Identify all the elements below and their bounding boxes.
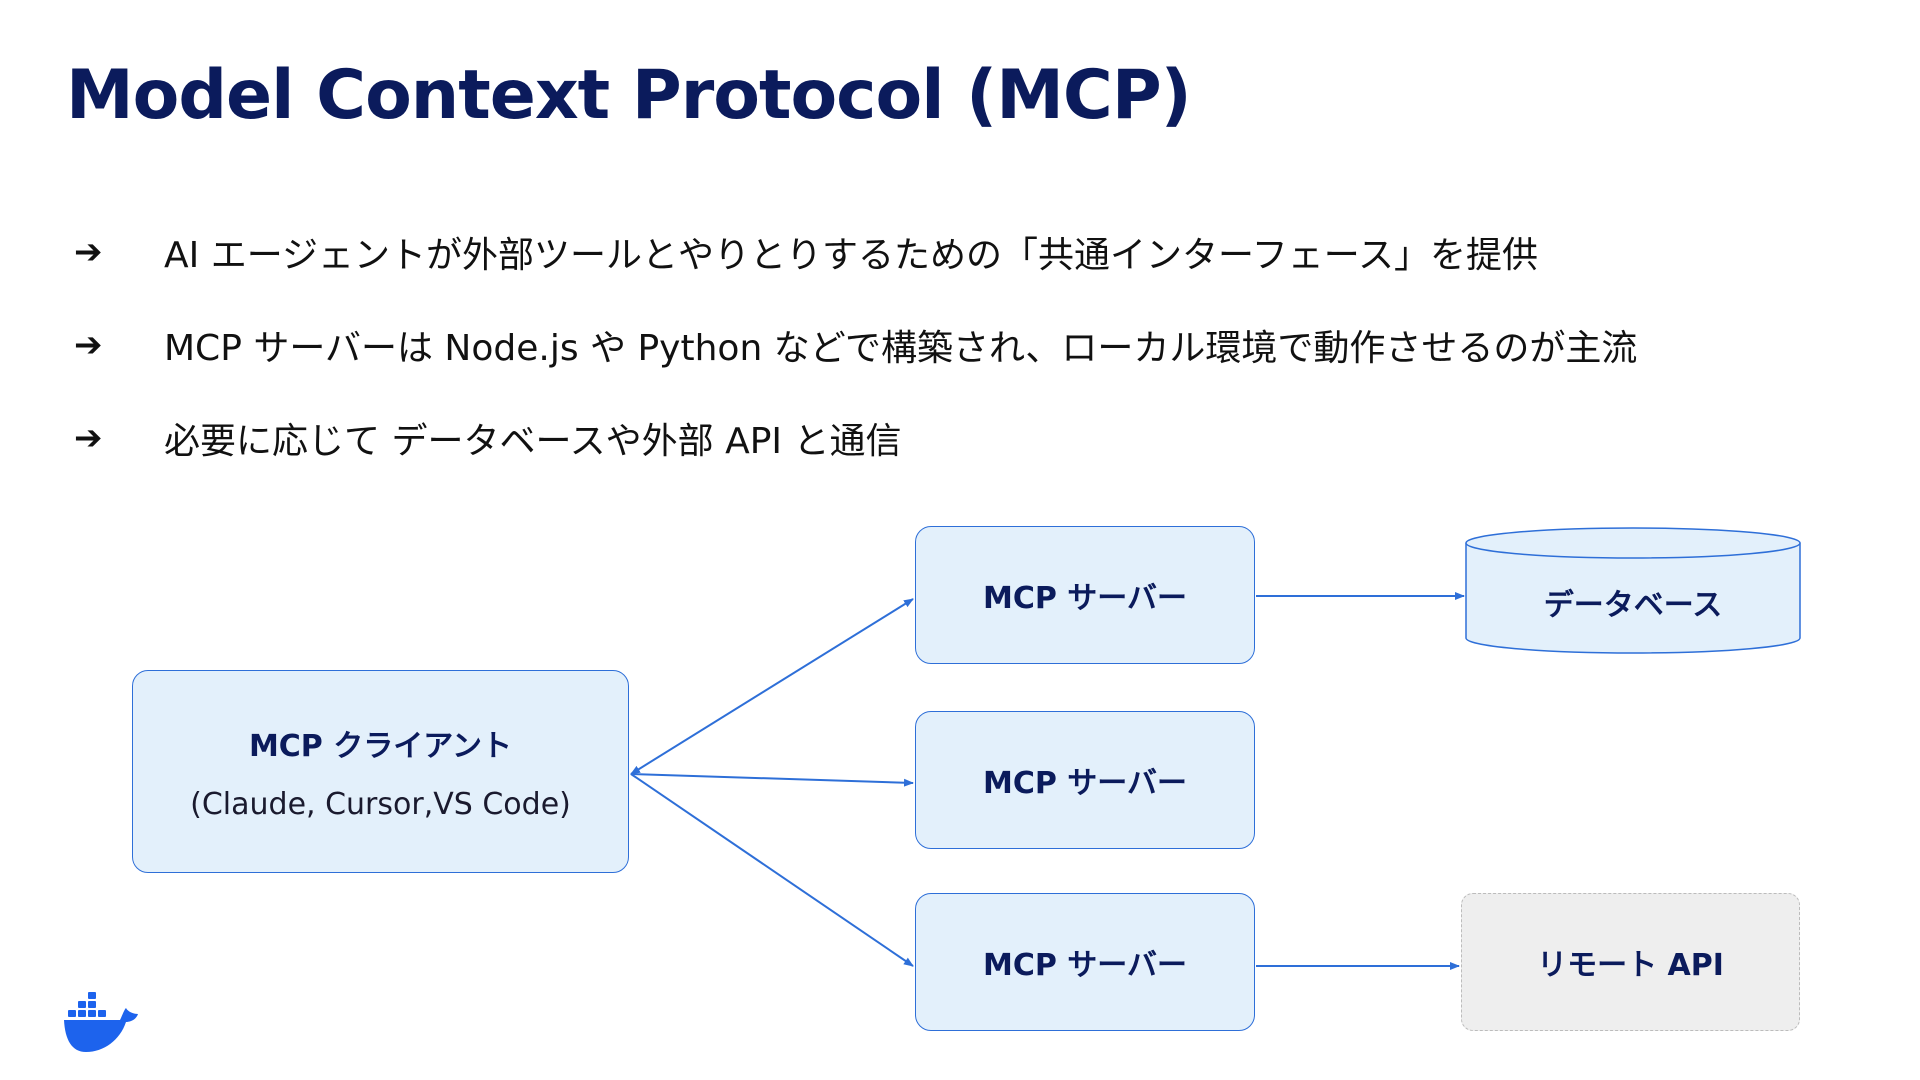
mcp-client-label: MCP クライアント (248, 729, 513, 764)
mcp-client-examples: (Claude, Cursor,VS Code) (190, 787, 571, 822)
docker-whale-icon (64, 992, 138, 1052)
bullet-item: ➔ AI エージェントが外部ツールとやりとりするための「共通インターフェース」を… (74, 205, 1637, 298)
mcp-server-label: MCP サーバー (982, 581, 1187, 616)
arrow-client-server-3 (630, 773, 914, 967)
mcp-server-box: MCP サーバー (915, 893, 1255, 1031)
remote-api-label: リモート API (1537, 948, 1724, 983)
bullet-text: MCP サーバーは Node.js や Python などで構築され、ローカル環… (164, 327, 1638, 369)
mcp-server-box: MCP サーバー (915, 526, 1255, 664)
database-label: データベース (1543, 588, 1723, 623)
bullet-text: 必要に応じて データベースや外部 API と通信 (164, 420, 902, 462)
mcp-client-box: MCP クライアント (Claude, Cursor,VS Code) (132, 670, 629, 873)
bullet-item: ➔ MCP サーバーは Node.js や Python などで構築され、ローカ… (74, 298, 1637, 391)
arrow-client-server-2 (630, 773, 914, 787)
database-cylinder (1465, 527, 1801, 654)
mcp-server-label: MCP サーバー (982, 766, 1187, 801)
mcp-server-label: MCP サーバー (982, 948, 1187, 983)
slide-title: Model Context Protocol (MCP) (66, 56, 1192, 135)
right-arrow-icon: ➔ (74, 324, 103, 365)
remote-api-box: リモート API (1461, 893, 1800, 1031)
bullet-list: ➔ AI エージェントが外部ツールとやりとりするための「共通インターフェース」を… (74, 205, 1637, 484)
bullet-item: ➔ 必要に応じて データベースや外部 API と通信 (74, 391, 1637, 484)
bullet-text: AI エージェントが外部ツールとやりとりするための「共通インターフェース」を提供 (164, 234, 1539, 276)
right-arrow-icon: ➔ (74, 417, 103, 458)
right-arrow-icon: ➔ (74, 231, 103, 272)
arrow-client-server-1 (630, 598, 914, 775)
mcp-server-box: MCP サーバー (915, 711, 1255, 849)
